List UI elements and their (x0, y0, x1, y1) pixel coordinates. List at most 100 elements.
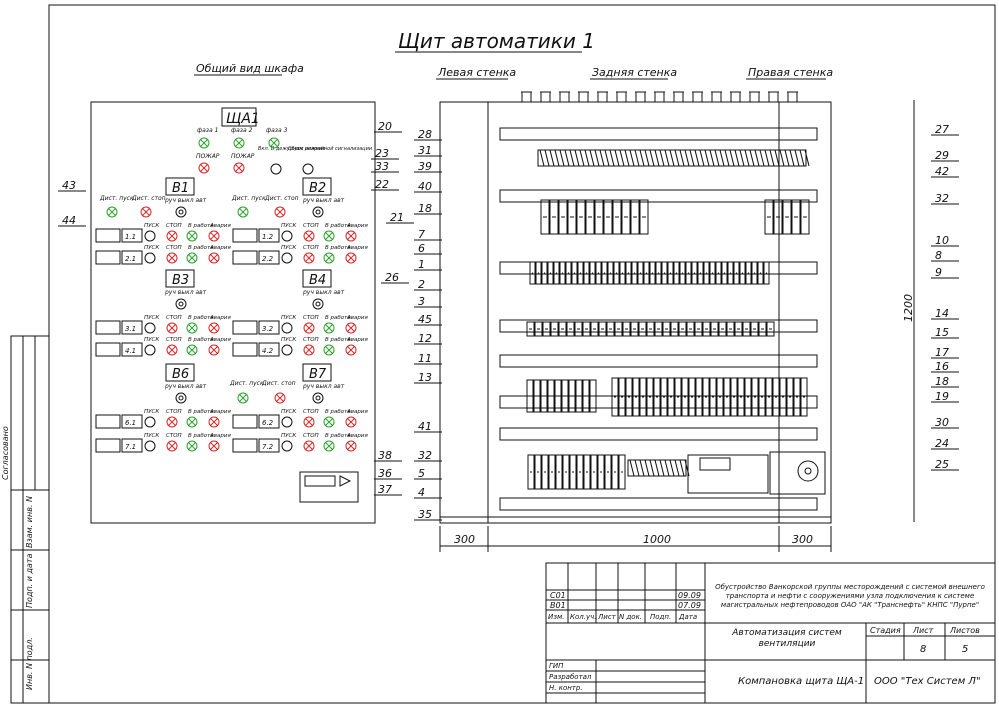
module-a-6 (594, 199, 604, 235)
callout-42: 42 (935, 165, 949, 178)
unit-3-2-run-lamp (323, 322, 335, 334)
remote-start-1: Дист. пуск (99, 195, 134, 202)
terminal-row-a-0 (529, 261, 536, 285)
unit-6-1-fault-lamp-ring (208, 416, 220, 428)
breaker-row-a-6 (568, 379, 576, 413)
unit-4-2-stop-lamp-ring (303, 344, 315, 356)
terminal-row-a-26 (685, 261, 692, 285)
fire-lamp-1 (198, 162, 210, 174)
terminal-row-a-7 (571, 261, 578, 285)
unit-7-2-display (232, 438, 258, 453)
breaker-row-b-2 (625, 377, 633, 417)
switch-label-2: руч выкл авт (302, 197, 345, 204)
unit-7-2-run-lamp-ring (323, 440, 335, 452)
unit-4-2-fault-lamp-ring (345, 344, 357, 356)
unit-7-2-stop-lamp-x2 (305, 442, 313, 450)
unit-6-1-id: 6.1 (125, 419, 136, 427)
unit-7-2-hdr-2: В работе (325, 433, 351, 439)
remote-stop-lamp-3-ring (274, 392, 286, 404)
side-stamp: Согласовано Взам. инв. N Подп. и дата Ин… (1, 335, 50, 704)
unit-3-1-hdr-3: Авария (209, 315, 231, 321)
unit-3-1-hdr-1: СТОП (166, 315, 182, 321)
unit-4-1-fault-lamp-x2 (210, 346, 218, 354)
unit-2-2-stop-lamp-ring (303, 252, 315, 264)
breaker-row-b-16 (723, 377, 731, 417)
selector-knob-2 (178, 301, 184, 307)
callout-1: 1 (418, 258, 425, 271)
unit-3-1-run-lamp-x2 (188, 324, 196, 332)
fire-off-button (270, 163, 282, 175)
unit-3-1-stop-lamp-x2 (168, 324, 176, 332)
unit-3-2-start-button (281, 322, 293, 334)
unit-6-2-hdr-0: ПУСК (281, 409, 297, 415)
company-name: ООО "Тех Систем Л" (874, 676, 981, 687)
remote-start-lamp-2-ring (237, 206, 249, 218)
breaker-row-c-4 (555, 454, 563, 490)
unit-6-2-stop-lamp-x2 (305, 418, 313, 426)
unit-3-1-fault-lamp-ring (208, 322, 220, 334)
unit-6-2-run-lamp (323, 416, 335, 428)
unit-3-2-fault-lamp-ring (345, 322, 357, 334)
unit-1-1-hdr-1: СТОП (166, 223, 182, 229)
unit-6-2-hdr-3: Авария (346, 409, 368, 415)
unit-6-1-fault-lamp (208, 416, 220, 428)
unit-1-1-run-lamp-ring (186, 230, 198, 242)
remote-stop-lamp-1 (140, 206, 152, 218)
callout-31: 31 (418, 144, 432, 157)
group-b2: В2 (309, 181, 326, 196)
unit-2-2-run-lamp (323, 252, 335, 264)
remote-stop-lamp-1-ring (140, 206, 152, 218)
breaker-row-b-6 (653, 377, 661, 417)
unit-4-2-id-box (258, 342, 280, 357)
unit-2-2-stop-lamp-x2 (305, 254, 313, 262)
unit-4-2-run-lamp-x2 (325, 346, 333, 354)
callout-33: 33 (375, 160, 389, 173)
phase-lamp-3-ring (268, 137, 280, 149)
module-b-0 (764, 199, 774, 235)
terminal-row-a-39 (763, 261, 770, 285)
breaker-row-c-9 (590, 454, 598, 490)
unit-2-2-fault-lamp-x2 (347, 254, 355, 262)
rev-code-1: С01 (550, 591, 566, 600)
wire-duct-top (537, 149, 807, 167)
unit-6-1-stop-lamp-x2 (168, 418, 176, 426)
breaker-row-c-6 (569, 454, 577, 490)
unit-4-2-fault-lamp (345, 344, 357, 356)
terminal-row-b-11 (614, 321, 623, 337)
unit-7-1-fault-lamp-x2 (210, 442, 218, 450)
unit-6-2-fault-lamp-ring (345, 416, 357, 428)
hatch-top (599, 149, 605, 167)
breaker-row-a-7 (575, 379, 583, 413)
unit-7-1-fault-lamp-ring (208, 440, 220, 452)
hatch-top (669, 149, 675, 167)
unit-1-2-hdr-0: ПУСК (281, 223, 297, 229)
unit-4-1-hdr-3: Авария (209, 337, 231, 343)
unit-1-1-id: 1.1 (125, 233, 136, 241)
callout-26: 26 (385, 271, 399, 284)
stage-label: Стадия (870, 626, 901, 635)
hatch-top (799, 149, 805, 167)
unit-4-2-run-lamp (323, 344, 335, 356)
unit-4-2-hdr-2: В работе (325, 337, 351, 343)
unit-6-1-start-button (144, 416, 156, 428)
terminal-row-a-5 (559, 261, 566, 285)
phase-lamp-2-ring (233, 137, 245, 149)
side-col-1: Взам. инв. N (25, 496, 34, 548)
unit-3-1-display (95, 320, 121, 335)
breaker-row-a-0 (526, 379, 534, 413)
hatch-top (719, 149, 725, 167)
rev-date-2: 07.09 (678, 601, 701, 610)
terminal-row-a-15 (619, 261, 626, 285)
rail-4 (499, 354, 818, 368)
unit-4-1-stop-lamp-x2 (168, 346, 176, 354)
hatch-top (564, 149, 570, 167)
terminal-row-a-1 (535, 261, 542, 285)
unit-7-1-hdr-1: СТОП (166, 433, 182, 439)
module-a-10 (630, 199, 640, 235)
callout-32: 32 (935, 192, 949, 205)
hatch-top (664, 149, 670, 167)
unit-3-1-id: 3.1 (125, 325, 136, 333)
unit-7-1-id: 7.1 (125, 443, 136, 451)
